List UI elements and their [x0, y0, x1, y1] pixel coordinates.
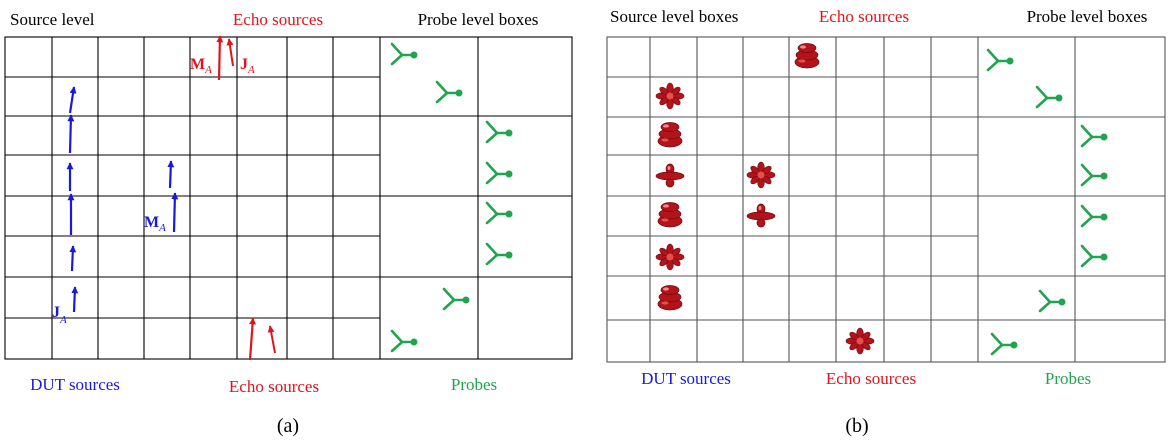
a-echo-arrow — [226, 38, 234, 67]
b-dut-radiator-icon — [657, 285, 683, 311]
grid-frame — [4, 36, 573, 360]
a-label-probe-level-boxes: Probe level boxes — [418, 10, 539, 29]
b-probe-icon — [990, 332, 1019, 356]
b-dut-radiator-icon — [746, 161, 776, 189]
a-echo-J-label: JA — [240, 56, 255, 76]
b-probe-icon — [1080, 244, 1109, 268]
a-probe-icon — [485, 242, 514, 266]
a-label-echo-sources-bottom: Echo sources — [229, 377, 319, 396]
a-probe-icon — [442, 287, 471, 311]
grid-a — [4, 36, 573, 360]
b-dut-radiator-icon — [655, 243, 685, 271]
b-label-probes: Probes — [1045, 369, 1091, 388]
a-dut-J-label: JA — [52, 304, 67, 326]
b-dut-radiator-icon — [655, 82, 685, 110]
a-probe-icon — [390, 42, 419, 66]
b-probe-icon — [1080, 163, 1109, 187]
a-echo-arrow — [248, 317, 257, 361]
b-probe-icon — [986, 48, 1015, 72]
b-label-probe-level-boxes: Probe level boxes — [1027, 7, 1148, 26]
a-probe-icon — [435, 80, 464, 104]
a-label-echo-sources-top: Echo sources — [233, 10, 323, 29]
b-probe-icon — [1080, 204, 1109, 228]
a-dut-arrow — [67, 114, 75, 154]
grid-b — [606, 36, 1166, 363]
b-label-echo-sources-top: Echo sources — [819, 7, 909, 26]
b-label-dut-sources: DUT sources — [641, 369, 731, 388]
b-dut-radiator-icon — [655, 163, 685, 188]
b-label-source-level-boxes: Source level boxes — [610, 7, 738, 26]
panel-b: Source level boxes Echo sources Probe le… — [606, 7, 1166, 437]
a-label-source-level: Source level — [10, 10, 95, 29]
a-dut-arrow — [69, 245, 77, 272]
panel-a: Source level Echo sources Probe level bo… — [4, 10, 573, 437]
b-dut-radiator-icon — [657, 122, 683, 148]
a-echo-arrow — [267, 325, 276, 354]
a-probe-icon — [485, 201, 514, 225]
b-echo-radiator-icon — [794, 43, 820, 69]
a-echo-arrow — [216, 35, 224, 81]
a-dut-arrow — [171, 192, 179, 233]
b-probe-icon — [1038, 289, 1067, 313]
b-probe-icon — [1080, 124, 1109, 148]
a-probe-icon — [390, 329, 419, 353]
grid-frame — [606, 36, 1166, 363]
b-caption: (b) — [845, 415, 868, 437]
a-label-probes: Probes — [451, 375, 497, 394]
b-probe-icon — [1035, 85, 1064, 109]
a-dut-M-label: MA — [144, 214, 166, 234]
b-echo-radiator-icon — [845, 327, 875, 355]
a-label-dut-sources: DUT sources — [30, 375, 120, 394]
b-dut-radiator-icon — [657, 202, 683, 228]
b-label-echo-sources-bottom: Echo sources — [826, 369, 916, 388]
a-caption: (a) — [277, 415, 299, 437]
a-dut-arrow — [71, 286, 79, 313]
a-probe-icon — [485, 161, 514, 185]
a-dut-arrow — [167, 160, 175, 189]
a-probe-icon — [485, 120, 514, 144]
a-dut-arrow — [68, 86, 77, 114]
a-dut-arrows-column1 — [66, 86, 79, 313]
b-dut-radiator-icon — [746, 203, 776, 228]
a-echo-M-label: MA — [190, 56, 212, 76]
